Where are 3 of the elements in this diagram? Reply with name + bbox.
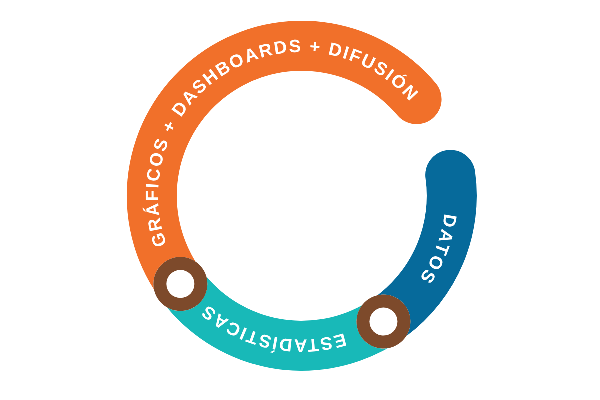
joint-ring <box>356 294 411 349</box>
arc-segment <box>378 150 477 336</box>
arc-segment <box>167 276 388 371</box>
